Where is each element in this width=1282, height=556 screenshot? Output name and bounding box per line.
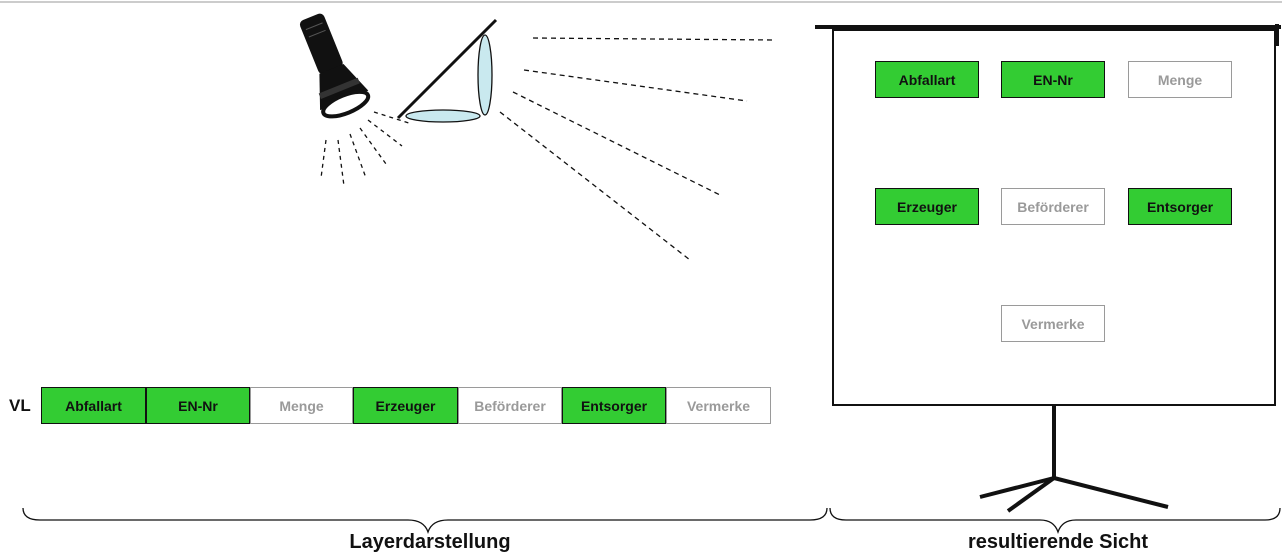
layer-cell-erzeuger: Erzeuger (353, 387, 458, 424)
screen-item-vermerke: Vermerke (1001, 305, 1105, 342)
screen-item-en-nr: EN-Nr (1001, 61, 1105, 98)
caption-resultierende-sicht: resultierende Sicht (967, 531, 1149, 553)
screen-item-entsorger: Entsorger (1128, 188, 1232, 225)
flashlight-icon (299, 13, 413, 187)
layer-cell-vermerke: Vermerke (666, 387, 771, 424)
screen-item-befoerderer: Beförderer (1001, 188, 1105, 225)
screen-item-abfallart: Abfallart (875, 61, 979, 98)
right-brace (829, 507, 1281, 535)
layer-cell-entsorger: Entsorger (562, 387, 666, 424)
caption-layerdarstellung: Layerdarstellung (349, 531, 511, 553)
screen-item-erzeuger: Erzeuger (875, 188, 979, 225)
layer-cell-abfallart: Abfallart (41, 387, 146, 424)
lens-mirror (396, 18, 498, 123)
screen-item-menge: Menge (1128, 61, 1232, 98)
layer-cell-en-nr: EN-Nr (146, 387, 250, 424)
layer-cell-menge: Menge (250, 387, 353, 424)
layer-cell-befoerderer: Beförderer (458, 387, 562, 424)
left-brace (22, 507, 828, 535)
projection-rays (499, 37, 776, 261)
layer-row-prefix: VL (9, 396, 31, 415)
